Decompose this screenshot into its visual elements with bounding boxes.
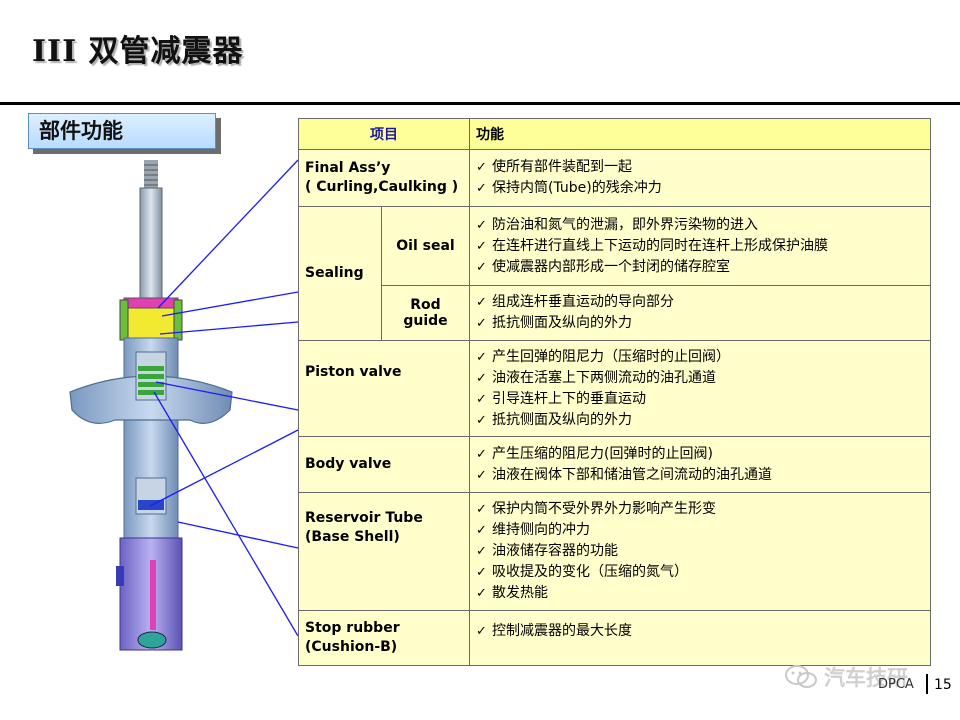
check-icon: ✓ — [476, 586, 487, 601]
footer-code: DPCA — [878, 677, 914, 692]
row-sub-name: Oil seal — [381, 206, 470, 286]
function-item: ✓使所有部件装配到一起 — [476, 157, 924, 178]
check-icon: ✓ — [476, 370, 487, 386]
function-item: ✓保持内筒(Tube)的残余冲力 — [476, 178, 924, 199]
check-icon: ✓ — [476, 624, 487, 639]
check-icon: ✓ — [476, 565, 487, 580]
check-icon: ✓ — [476, 502, 487, 517]
table-header-row: 项目 功能 — [298, 118, 931, 150]
check-icon: ✓ — [476, 412, 487, 428]
check-icon: ✓ — [476, 238, 487, 254]
shock-absorber-illustration — [69, 159, 299, 651]
header-function: 功能 — [469, 118, 931, 150]
function-item: ✓油液在阀体下部和储油管之间流动的油孔通道 — [476, 465, 924, 486]
footer-brand: 汽车技研 — [784, 662, 908, 692]
function-item: ✓抵抗侧面及纵向的外力 — [476, 313, 924, 334]
row-name: Reservoir Tube (Base Shell) — [298, 492, 470, 611]
check-icon: ✓ — [476, 391, 487, 407]
check-icon: ✓ — [476, 316, 487, 331]
header-item: 项目 — [298, 118, 470, 150]
function-item: ✓油液在活塞上下两侧流动的油孔通道 — [476, 368, 924, 389]
check-icon: ✓ — [476, 259, 487, 275]
function-item: ✓在连杆进行直线上下运动的同时在连杆上形成保护油膜 — [476, 236, 924, 257]
function-item: ✓维持侧向的冲力 — [476, 520, 924, 541]
check-icon: ✓ — [476, 446, 487, 462]
row-functions: ✓产生压缩的阻尼力(回弹时的止回阀) ✓油液在阀体下部和储油管之间流动的油孔通道 — [469, 436, 931, 493]
function-item: ✓油液储存容器的功能 — [476, 541, 924, 562]
page-number: 15 — [934, 677, 952, 693]
row-functions: ✓控制减震器的最大长度 — [469, 610, 931, 666]
pointer-lines — [149, 159, 299, 637]
row-sub-name: Rod guide — [381, 285, 470, 341]
check-icon: ✓ — [476, 349, 487, 365]
row-name: Stop rubber (Cushion-B) — [298, 610, 470, 666]
row-functions: ✓保护内筒不受外界外力影响产生形变 ✓维持侧向的冲力 ✓油液储存容器的功能 ✓吸… — [469, 492, 931, 611]
table-row: Piston valve ✓产生回弹的阻尼力（压缩时的止回阀） ✓油液在活塞上下… — [298, 340, 931, 437]
row-functions: ✓使所有部件装配到一起 ✓保持内筒(Tube)的残余冲力 — [469, 149, 931, 207]
wechat-icon — [785, 665, 817, 688]
check-icon: ✓ — [476, 467, 487, 483]
row-name: Final Ass’y ( Curling,Caulking ) — [298, 149, 470, 207]
function-item: ✓吸收提及的变化（压缩的氮气） — [476, 562, 924, 583]
function-item: ✓控制减震器的最大长度 — [476, 621, 924, 642]
brand-text: 汽车技研 — [824, 666, 908, 690]
row-name: Body valve — [298, 436, 470, 493]
function-item: ✓抵抗侧面及纵向的外力 — [476, 410, 924, 431]
row-functions: ✓组成连杆垂直运动的导向部分 ✓抵抗侧面及纵向的外力 — [469, 285, 931, 341]
check-icon: ✓ — [476, 160, 487, 175]
table-row: Reservoir Tube (Base Shell) ✓保护内筒不受外界外力影… — [298, 492, 931, 611]
function-item: ✓产生回弹的阻尼力（压缩时的止回阀） — [476, 347, 924, 368]
piston-valve — [138, 366, 164, 395]
row-group-name: Sealing — [298, 206, 382, 341]
table-row: Sealing Oil seal ✓防治油和氮气的泄漏，即外界污染物的进入 ✓在… — [298, 206, 931, 341]
stop-rubber — [137, 631, 167, 649]
table-row: Body valve ✓产生压缩的阻尼力(回弹时的止回阀) ✓油液在阀体下部和储… — [298, 436, 931, 493]
check-icon: ✓ — [476, 181, 487, 196]
row-name: Piston valve — [298, 340, 470, 437]
table-row: Stop rubber (Cushion-B) ✓控制减震器的最大长度 — [298, 610, 931, 666]
check-icon: ✓ — [476, 544, 487, 559]
function-item: ✓保护内筒不受外界外力影响产生形变 — [476, 499, 924, 520]
component-function-table: 项目 功能 Final Ass’y ( Curling,Caulking ) ✓… — [298, 118, 931, 666]
table-row: Final Ass’y ( Curling,Caulking ) ✓使所有部件装… — [298, 149, 931, 207]
function-item: ✓使减震器内部形成一个封闭的储存腔室 — [476, 257, 924, 278]
row-functions: ✓防治油和氮气的泄漏，即外界污染物的进入 ✓在连杆进行直线上下运动的同时在连杆上… — [469, 206, 931, 286]
slide-title: III 双管减震器 — [32, 34, 244, 69]
function-item: ✓组成连杆垂直运动的导向部分 — [476, 292, 924, 313]
piston-rod — [139, 187, 163, 307]
function-item: ✓散发热能 — [476, 583, 924, 604]
title-divider — [0, 102, 960, 105]
check-icon: ✓ — [476, 295, 487, 310]
row-functions: ✓产生回弹的阻尼力（压缩时的止回阀） ✓油液在活塞上下两侧流动的油孔通道 ✓引导… — [469, 340, 931, 437]
function-item: ✓引导连杆上下的垂直运动 — [476, 389, 924, 410]
table-row: Rod guide ✓组成连杆垂直运动的导向部分 ✓抵抗侧面及纵向的外力 — [299, 285, 931, 341]
check-icon: ✓ — [476, 523, 487, 538]
section-label: 部件功能 — [28, 113, 216, 149]
function-item: ✓防治油和氮气的泄漏，即外界污染物的进入 — [476, 215, 924, 236]
rod-thread — [144, 160, 158, 190]
check-icon: ✓ — [476, 217, 487, 233]
footer-divider — [926, 674, 928, 694]
function-item: ✓产生压缩的阻尼力(回弹时的止回阀) — [476, 444, 924, 465]
